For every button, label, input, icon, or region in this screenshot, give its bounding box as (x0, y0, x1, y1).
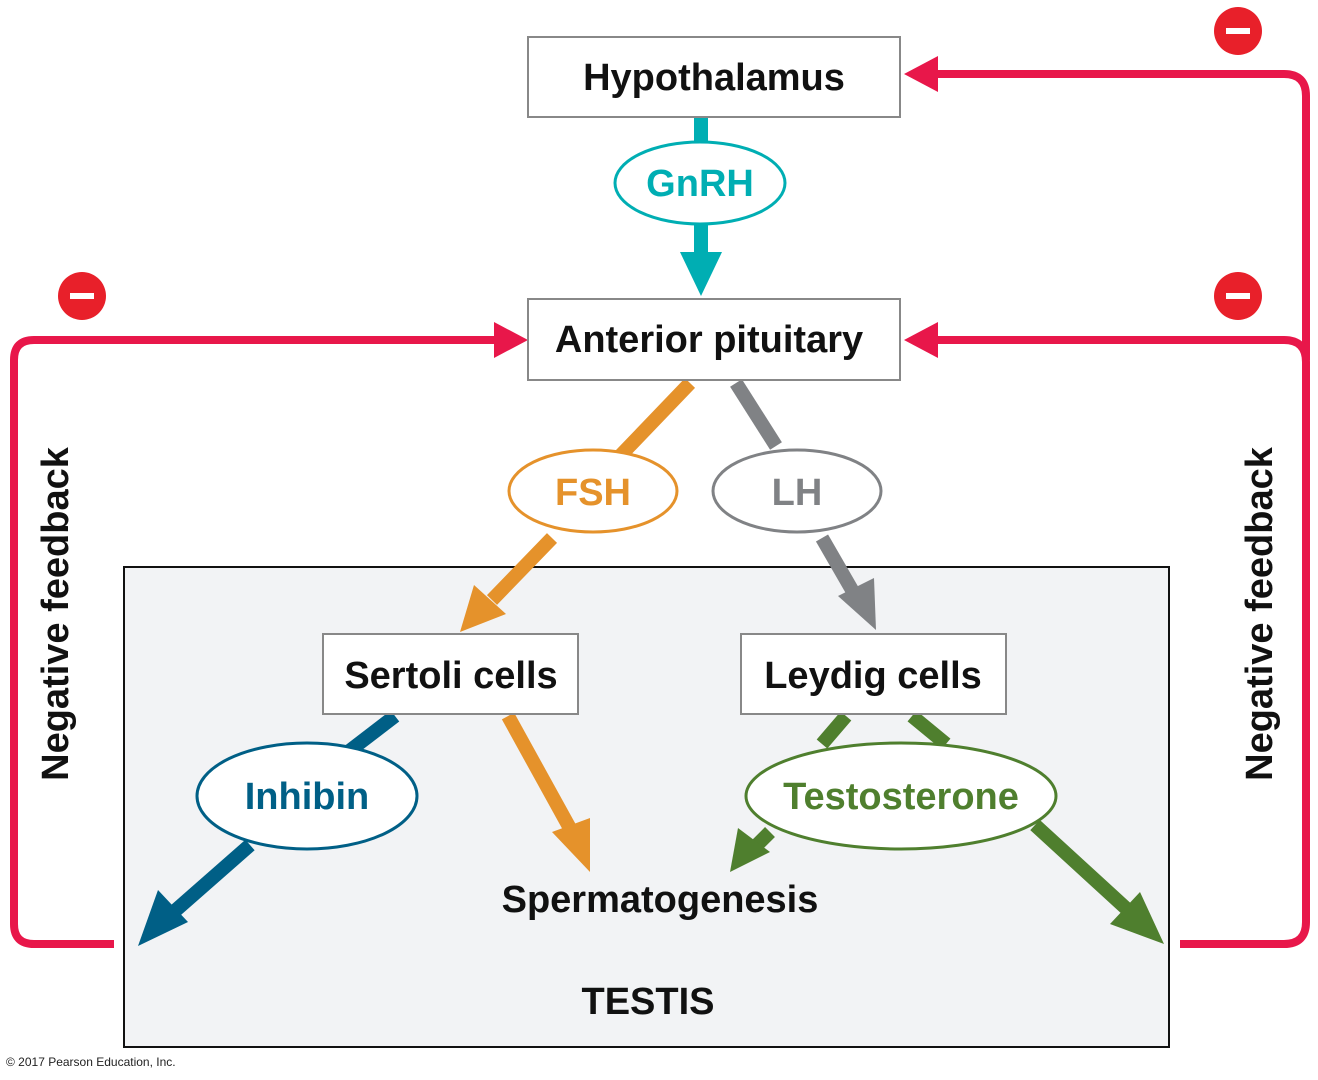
gnrh-oval: GnRH (613, 140, 787, 226)
inhibin-oval: Inhibin (195, 741, 419, 851)
testosterone-spermatogenesis-arrowhead (730, 828, 770, 872)
right-feedback-line-hypothalamus (930, 70, 1310, 360)
leydig-cells-label: Leydig cells (764, 655, 982, 697)
anterior-pituitary-label: Anterior pituitary (555, 319, 863, 361)
minus-badge-hypothalamus: – (1214, 7, 1262, 55)
anterior-pituitary-box: Anterior pituitary (527, 298, 901, 381)
lh-label: LH (772, 472, 823, 514)
hypothalamus-box: Hypothalamus (527, 36, 901, 118)
left-feedback-line (10, 336, 498, 948)
feedback-arrowhead-hypothalamus (904, 56, 938, 92)
feedback-arrowhead-left (494, 322, 528, 358)
right-feedback-line-pituitary (930, 336, 1310, 948)
copyright-notice: © 2017 Pearson Education, Inc. (6, 1055, 176, 1069)
fsh-label: FSH (555, 472, 631, 514)
lh-arrowhead (838, 578, 876, 630)
fsh-arrowhead (460, 585, 506, 632)
gnrh-label: GnRH (646, 163, 754, 205)
sertoli-spermatogenesis-arrow (501, 712, 579, 836)
sertoli-spermatogenesis-arrowhead (552, 818, 590, 872)
feedback-loops (10, 70, 1310, 948)
inhibin-arrowhead (138, 890, 188, 946)
lh-arrow (730, 379, 859, 594)
minus-badge-left: – (58, 272, 106, 320)
feedback-arrowhead-pituitary (904, 322, 938, 358)
fsh-oval: FSH (507, 448, 679, 534)
testosterone-oval: Testosterone (744, 741, 1058, 851)
inhibin-label: Inhibin (245, 776, 370, 818)
fsh-arrow (486, 378, 696, 605)
inhibin-arrow (171, 710, 400, 916)
lh-oval: LH (711, 448, 883, 534)
minus-badge-pituitary: – (1214, 272, 1262, 320)
negative-feedback-left-label: Negative feedback (35, 446, 77, 781)
sertoli-cells-label: Sertoli cells (344, 655, 557, 697)
leydig-cells-box: Leydig cells (740, 633, 1007, 715)
svg-text:–: – (1229, 13, 1248, 51)
sertoli-cells-box: Sertoli cells (322, 633, 579, 715)
testosterone-label: Testosterone (783, 776, 1019, 818)
hypothalamus-label: Hypothalamus (583, 57, 845, 99)
svg-text:–: – (73, 278, 92, 316)
negative-feedback-right-label: Negative feedback (1239, 446, 1281, 781)
svg-text:–: – (1229, 278, 1248, 316)
testosterone-arrows (747, 710, 1135, 918)
spermatogenesis-label: Spermatogenesis (502, 879, 819, 921)
testis-label: TESTIS (581, 981, 714, 1023)
testosterone-feedback-arrowhead (1110, 892, 1164, 944)
